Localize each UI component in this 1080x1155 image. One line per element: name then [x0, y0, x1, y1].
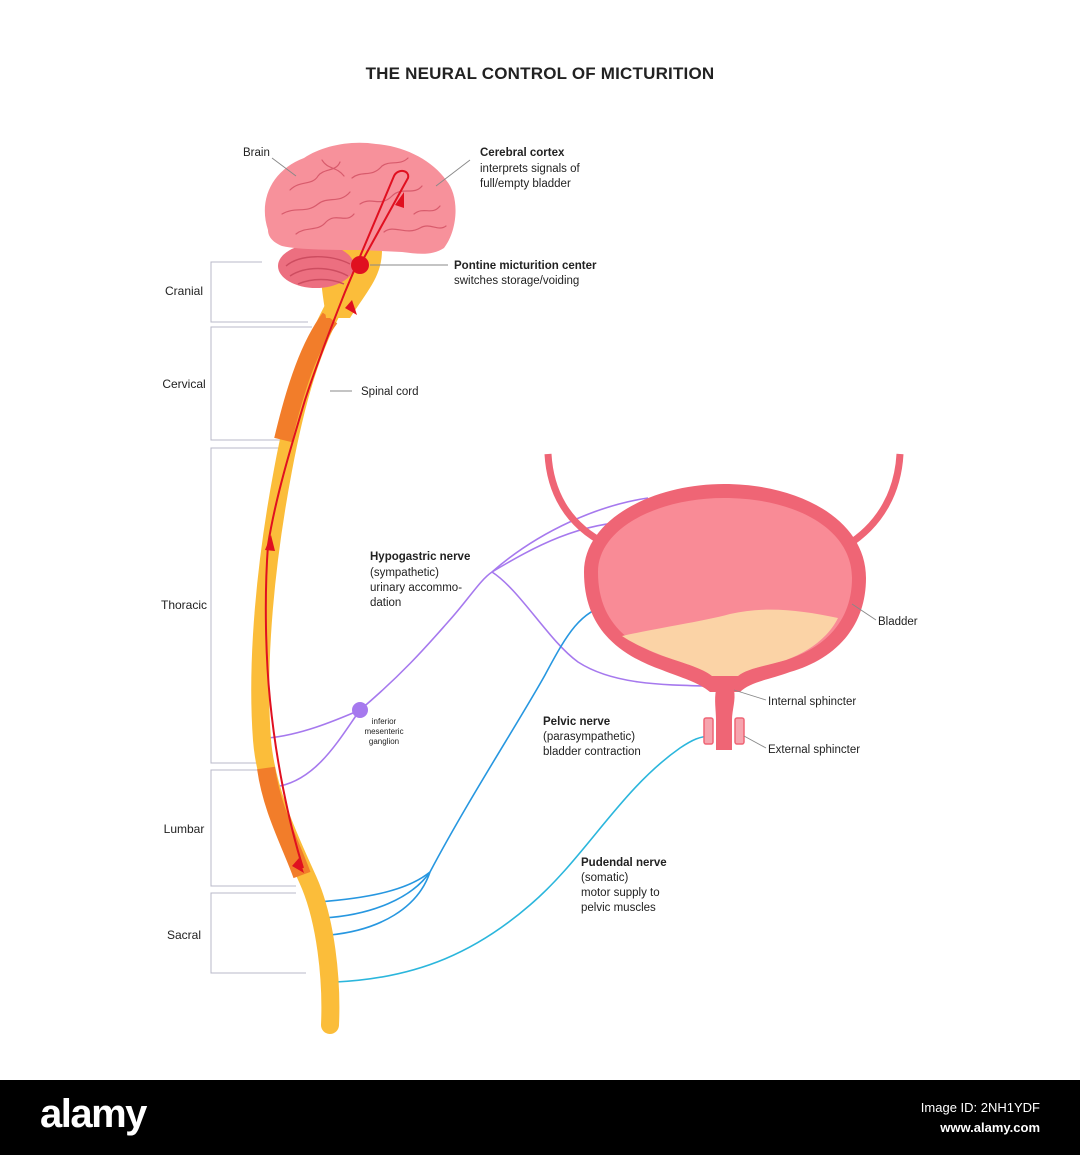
footer-bar: alamy Image ID: 2NH1YDF www.alamy.com [0, 1080, 1080, 1155]
hypogastric-desc-3: dation [370, 597, 401, 609]
lumbar-bracket [210, 769, 296, 887]
cerebrum [264, 142, 456, 254]
pmc-label: Pontine micturition center [454, 260, 597, 272]
site-url[interactable]: www.alamy.com [940, 1120, 1040, 1135]
spinal-cord [251, 291, 347, 1034]
cortex-desc-2: full/empty bladder [480, 178, 571, 190]
arrowhead-ascending-cortex [395, 192, 404, 208]
segment-brackets [210, 261, 312, 974]
arrowhead-ascending-thoracic [265, 535, 275, 551]
pudendal-nerve [335, 735, 713, 983]
sacral-bracket [210, 892, 306, 974]
brain-label: Brain [243, 147, 270, 159]
bladder-label: Bladder [878, 616, 918, 628]
spinal-cord-label: Spinal cord [361, 386, 419, 398]
pelvic-nerve [317, 603, 611, 936]
urethra [715, 690, 735, 750]
segment-label-thoracic: Thoracic [161, 598, 207, 612]
hypogastric-desc-1: (sympathetic) [370, 567, 439, 579]
cervical-bracket [210, 326, 312, 441]
pelvic-label: Pelvic nerve [543, 716, 610, 728]
signal-pathway [264, 170, 410, 869]
ganglion-label-2: mesenteric [364, 727, 403, 736]
thoracic-bracket [210, 447, 280, 764]
micturition-diagram: THE NEURAL CONTROL OF MICTURITION Crania… [161, 64, 918, 1034]
leader-lines [271, 157, 877, 749]
image-id: Image ID: 2NH1YDF [920, 1100, 1040, 1115]
inferior-mesenteric-ganglion [352, 702, 368, 718]
pontine-micturition-center-dot [351, 256, 369, 274]
external-sphincter-label: External sphincter [768, 744, 860, 756]
pelvic-desc-2: bladder contraction [543, 746, 641, 758]
arrowhead-descending-pmc [345, 300, 357, 315]
external-sphincter-right [734, 717, 745, 745]
pudendal-desc-3: pelvic muscles [581, 902, 656, 914]
urine [622, 609, 838, 676]
brain-gyri [281, 157, 447, 235]
hypogastric-desc-2: urinary accommo- [370, 582, 462, 594]
signal-arrowheads [265, 192, 404, 873]
pelvic-desc-1: (parasympathetic) [543, 731, 635, 743]
pudendal-desc-1: (somatic) [581, 872, 628, 884]
internal-sphincter-label: Internal sphincter [768, 696, 856, 708]
cortex-desc-1: interprets signals of [480, 163, 581, 175]
brain [264, 142, 456, 288]
cranial-bracket [210, 261, 308, 323]
pudendal-label: Pudendal nerve [581, 857, 667, 869]
alamy-logo[interactable]: alamy [40, 1092, 147, 1136]
segment-label-sacral: Sacral [167, 928, 201, 942]
diagram-title: THE NEURAL CONTROL OF MICTURITION [366, 64, 715, 83]
segment-label-lumbar: Lumbar [164, 822, 205, 836]
arrowhead-descending-lumbar [292, 858, 304, 873]
cerebellum [278, 244, 354, 288]
bladder [544, 453, 904, 750]
cortex-label: Cerebral cortex [480, 147, 565, 159]
segment-label-cranial: Cranial [165, 284, 203, 298]
pmc-desc-1: switches storage/voiding [454, 275, 579, 287]
segment-label-cervical: Cervical [162, 377, 205, 391]
ganglion-label-3: ganglion [369, 737, 399, 746]
pudendal-desc-2: motor supply to [581, 887, 660, 899]
ganglion-label-1: inferior [372, 717, 397, 726]
ureter-right [844, 453, 904, 549]
external-sphincter-left [703, 717, 714, 745]
ureter-left [544, 453, 608, 548]
hypogastric-label: Hypogastric nerve [370, 551, 470, 563]
